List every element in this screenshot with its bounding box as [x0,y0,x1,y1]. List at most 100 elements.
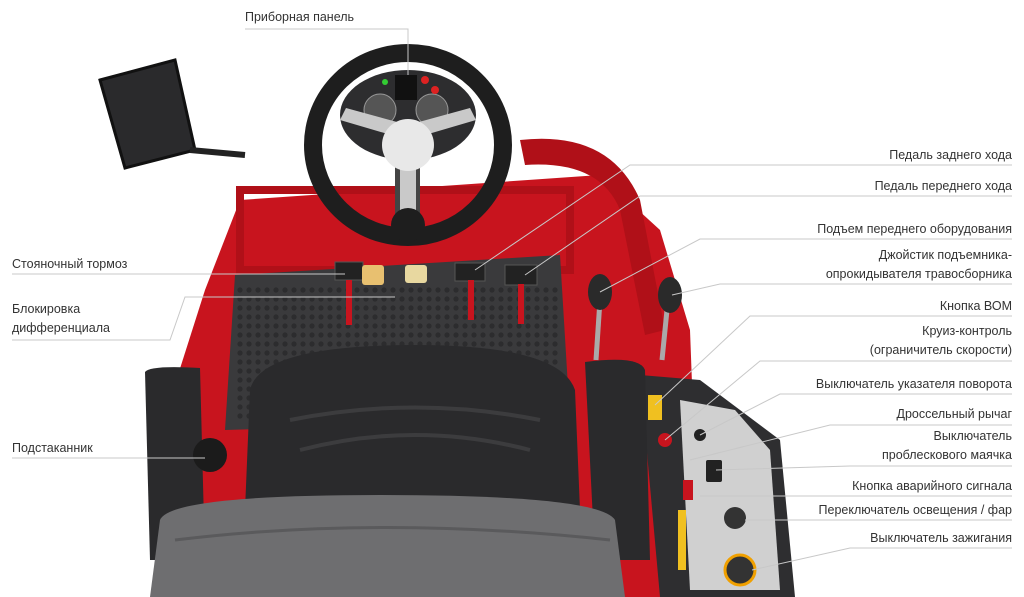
floor-stud [543,323,549,329]
floor-stud [282,305,288,311]
floor-stud [444,287,450,293]
floor-stud [255,368,261,374]
floor-stud [354,341,360,347]
floor-stud [264,350,270,356]
floor-stud [543,314,549,320]
floor-stud [327,287,333,293]
floor-stud [264,314,270,320]
floor-stud [291,323,297,329]
floor-stud [336,314,342,320]
floor-stud [282,323,288,329]
floor-stud [282,341,288,347]
floor-stud [408,305,414,311]
floor-stud [237,332,243,338]
floor-stud [534,296,540,302]
floor-stud [318,332,324,338]
floor-stud [264,296,270,302]
floor-stud [336,341,342,347]
floor-stud [264,287,270,293]
floor-stud [390,287,396,293]
floor-stud [543,296,549,302]
floor-stud [354,296,360,302]
floor-stud [381,296,387,302]
floor-stud [255,350,261,356]
floor-stud [480,287,486,293]
floor-stud [372,287,378,293]
floor-stud [264,305,270,311]
floor-stud [408,332,414,338]
label-lights-switch: Переключатель освещения / фар [818,503,1012,517]
floor-stud [525,350,531,356]
floor-stud [453,287,459,293]
floor-stud [543,287,549,293]
floor-stud [516,323,522,329]
floor-stud [318,341,324,347]
floor-stud [426,323,432,329]
floor-stud [372,332,378,338]
label-ignition-switch: Выключатель зажигания [870,531,1012,545]
floor-stud [516,341,522,347]
floor-stud [507,305,513,311]
floor-stud [327,314,333,320]
floor-stud [309,323,315,329]
leader-lines [12,28,1012,571]
joysticks [588,274,682,361]
floor-stud [444,341,450,347]
floor-stud [525,296,531,302]
label-turn-signal-switch: Выключатель указателя поворота [815,377,1012,391]
floor-stud [327,341,333,347]
floor-stud [336,332,342,338]
floor-stud [435,305,441,311]
floor-stud [381,323,387,329]
floor-stud [309,287,315,293]
floor-stud [516,332,522,338]
floor-stud [426,332,432,338]
floor-stud [480,341,486,347]
control-console [640,375,795,597]
floor-stud [552,287,558,293]
label-throttle-lever: Дроссельный рычаг [896,407,1012,421]
floor-stud [363,332,369,338]
floor-stud [489,332,495,338]
floor-stud [363,296,369,302]
label-line: опрокидывателя травосборника [825,267,1012,281]
floor-stud [498,323,504,329]
floor-stud [336,305,342,311]
floor-stud [399,296,405,302]
floor-stud [381,287,387,293]
floor-stud [354,305,360,311]
label-beacon-switch: Выключатель проблескового маячка [882,427,1012,465]
floor-stud [372,314,378,320]
floor-stud [462,296,468,302]
floor-stud [309,314,315,320]
floor-stud [255,296,261,302]
floor-stud [426,305,432,311]
label-parking-brake: Стояночный тормоз [12,257,128,271]
floor-stud [507,323,513,329]
floor-stud [363,305,369,311]
floor-stud [435,287,441,293]
floor-stud [453,341,459,347]
floor-stud [300,305,306,311]
floor-stud [237,368,243,374]
floor-stud [237,377,243,383]
floor-stud [381,305,387,311]
floor-stud [498,305,504,311]
floor-stud [237,341,243,347]
floor-stud [489,323,495,329]
floor-stud [291,341,297,347]
floor-stud [246,314,252,320]
floor-stud [507,287,513,293]
floor-stud [264,323,270,329]
floor-stud [318,314,324,320]
label-line: Джойстик подъемника- [878,248,1012,262]
floor-stud [372,296,378,302]
floor-stud [480,323,486,329]
floor-stud [525,323,531,329]
floor-stud [444,296,450,302]
floor-stud [399,332,405,338]
floor-stud [453,323,459,329]
label-line: дифференциала [12,321,110,335]
floor-stud [282,314,288,320]
floor-stud [318,323,324,329]
